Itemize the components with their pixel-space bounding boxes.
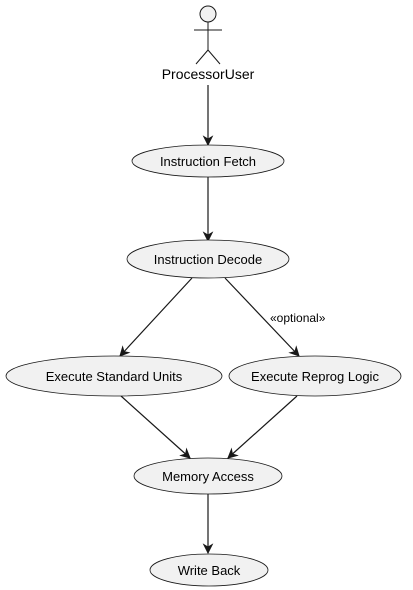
usecase-write-back[interactable]: Write Back [149,553,269,587]
usecase-label: Memory Access [162,469,254,484]
usecase-instruction-decode[interactable]: Instruction Decode [126,239,290,279]
edge-decode-to-exec-std [119,277,193,357]
actor-head-icon [199,5,217,23]
edge-exec-std-to-memory [120,395,191,459]
usecase-label: Instruction Decode [154,252,262,267]
usecase-label: Write Back [178,563,241,578]
actor-processor-user[interactable]: ProcessorUser [162,5,255,82]
edge-exec-reprog-to-memory [227,395,298,459]
actor-right-leg [207,49,221,65]
usecase-instruction-fetch[interactable]: Instruction Fetch [131,144,285,178]
actor-left-leg [195,49,209,65]
usecase-label: Execute Reprog Logic [251,369,379,384]
usecase-memory-access[interactable]: Memory Access [133,457,283,495]
usecase-label: Execute Standard Units [46,369,183,384]
edge-decode-to-exec-reprog [224,277,300,357]
usecase-execute-standard-units[interactable]: Execute Standard Units [5,355,223,397]
usecase-execute-reprog-logic[interactable]: Execute Reprog Logic [228,355,402,397]
edge-label-optional: «optional» [270,311,326,325]
usecase-label: Instruction Fetch [160,154,256,169]
actor-label: ProcessorUser [162,66,255,82]
